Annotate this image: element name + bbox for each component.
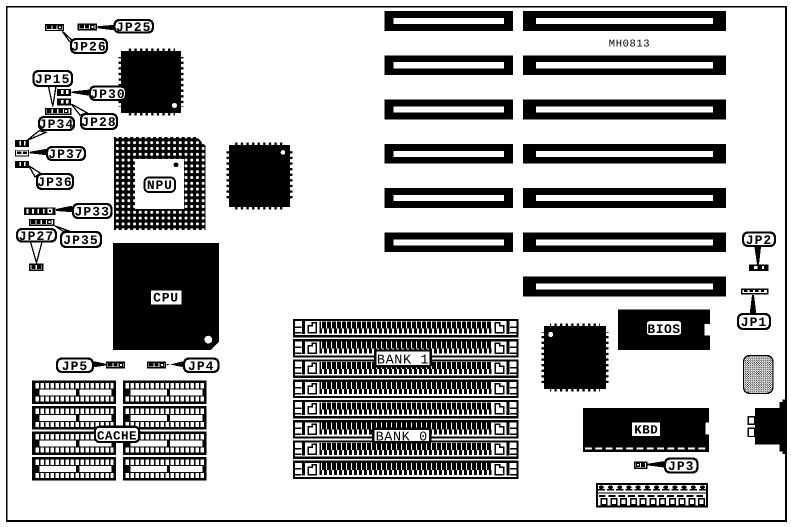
svg-text:BANK 1: BANK 1 [377,353,429,368]
svg-text:NPU: NPU [147,178,173,193]
svg-text:JP30: JP30 [90,87,126,102]
svg-text:JP15: JP15 [35,72,71,87]
svg-text:BANK 0: BANK 0 [376,431,428,446]
svg-text:MH0813: MH0813 [609,38,650,50]
svg-text:CACHE: CACHE [97,429,137,443]
svg-text:BIOS: BIOS [647,322,680,337]
svg-text:JP1: JP1 [741,315,767,330]
svg-text:JP25: JP25 [116,20,152,35]
svg-text:JP4: JP4 [188,359,214,374]
svg-text:JP34: JP34 [39,117,75,132]
svg-text:JP36: JP36 [37,175,73,190]
svg-text:JP26: JP26 [71,40,107,55]
svg-text:JP33: JP33 [74,205,110,220]
svg-text:KBD: KBD [634,423,658,437]
svg-text:JP35: JP35 [63,233,99,248]
svg-text:JP27: JP27 [19,229,55,244]
svg-text:JP5: JP5 [62,359,88,374]
svg-text:CPU: CPU [153,291,179,306]
svg-text:JP2: JP2 [746,233,772,248]
svg-text:JP37: JP37 [48,147,84,162]
svg-text:JP28: JP28 [81,115,117,130]
svg-text:JP3: JP3 [668,459,694,474]
